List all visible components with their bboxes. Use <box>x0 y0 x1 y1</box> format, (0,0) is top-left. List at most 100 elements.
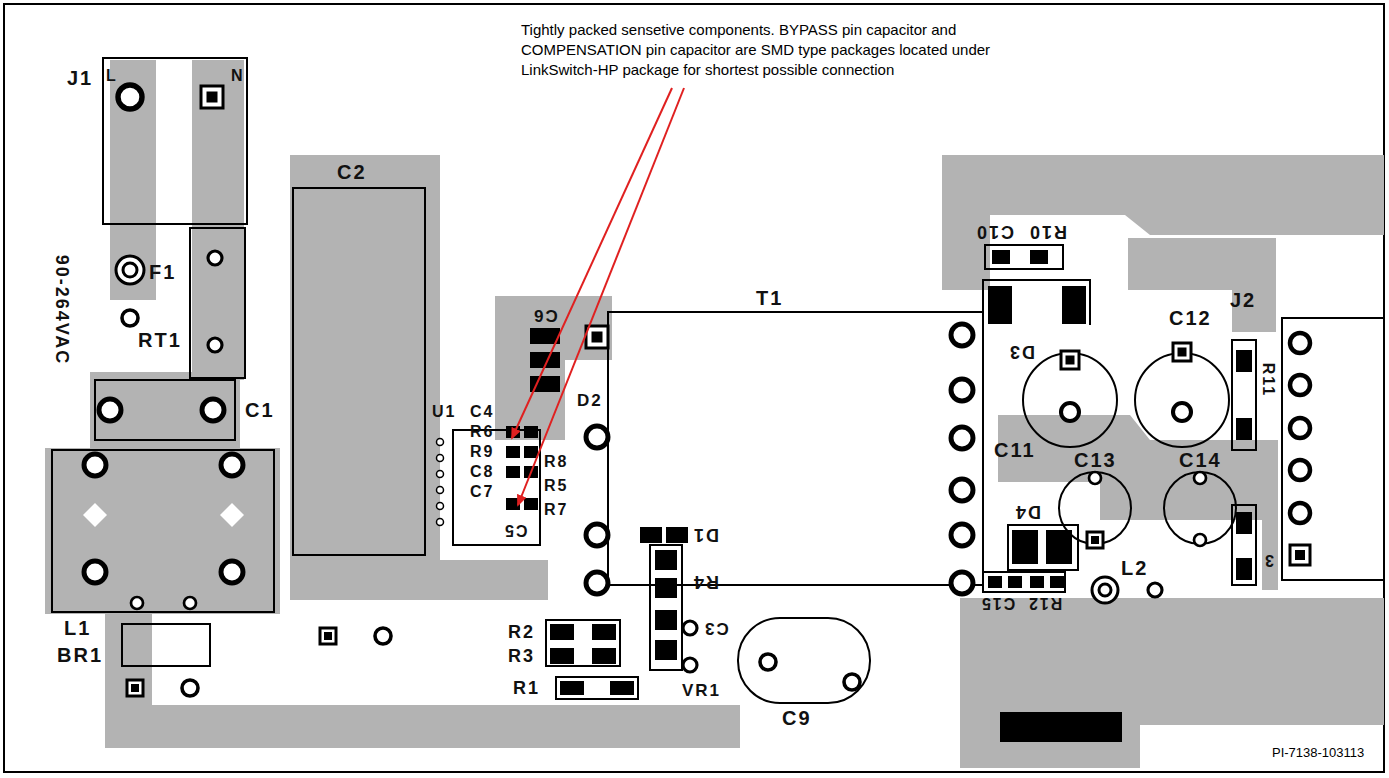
reference-designator: C10 <box>975 223 1014 241</box>
ic-pin <box>437 519 444 526</box>
square-pad <box>1066 356 1075 365</box>
component-outline <box>52 450 274 612</box>
round-pad <box>84 454 106 476</box>
reference-designator: C6 <box>532 307 558 324</box>
input-voltage-label: 90-264VAC <box>53 255 71 366</box>
ic-pin <box>437 439 444 446</box>
square-pad <box>1178 348 1187 357</box>
square-pad <box>1295 550 1305 560</box>
square-pad <box>586 326 608 348</box>
component-outline <box>103 58 247 224</box>
round-pad <box>844 674 860 690</box>
component-outline <box>122 624 210 666</box>
square-pad <box>207 92 218 103</box>
round-pad <box>760 654 776 670</box>
ic-pin <box>437 503 444 510</box>
smd-pad <box>655 578 677 598</box>
square-pad <box>131 684 139 692</box>
component-outline <box>1282 318 1384 580</box>
round-pad <box>1089 472 1101 484</box>
smd-pad <box>988 286 1012 324</box>
component-outline <box>985 245 1063 269</box>
smd-pad <box>524 426 538 438</box>
smd-pad <box>506 466 520 478</box>
reference-designator: R9 <box>470 444 494 460</box>
reference-designator: C1 <box>245 400 275 420</box>
reference-designator: C12 <box>1169 308 1212 328</box>
round-pad <box>951 572 973 594</box>
smd-pad <box>666 527 688 543</box>
square-pad <box>1091 536 1099 544</box>
ic-pin <box>437 471 444 478</box>
round-pad <box>1148 583 1162 597</box>
callout-arrow <box>512 88 672 438</box>
reference-designator: C13 <box>1074 450 1117 470</box>
round-pad <box>184 597 196 609</box>
component-outline <box>293 188 425 555</box>
round-pad <box>951 324 973 346</box>
component-outline <box>1232 340 1256 450</box>
smd-pad <box>992 250 1010 264</box>
fuse-pad <box>116 256 144 284</box>
component-outline <box>546 620 620 666</box>
round-pad <box>1290 503 1310 523</box>
reference-designator: R2 <box>508 623 535 641</box>
round-pad <box>951 427 973 449</box>
copper-pour <box>960 598 1384 768</box>
square-pad <box>127 680 143 696</box>
inductor-pad <box>1099 584 1111 596</box>
smd-pad <box>1008 576 1022 588</box>
callout-arrow <box>518 88 684 505</box>
smd-pad <box>550 624 574 640</box>
smd-pad <box>524 446 538 458</box>
component-outline <box>95 380 235 440</box>
reference-designator: R11 <box>1260 363 1276 397</box>
round-pad <box>131 597 143 609</box>
reference-designator: VR1 <box>682 682 721 699</box>
reference-designator: J1 <box>67 68 93 88</box>
smd-pad <box>1030 576 1044 588</box>
smd-pad <box>988 576 1002 588</box>
reference-designator: BR1 <box>57 645 103 665</box>
smd-pad <box>655 610 677 630</box>
pour-clearance <box>220 503 244 527</box>
component-outline <box>453 430 540 545</box>
ic-pin <box>437 487 444 494</box>
reference-designator: D4 <box>1014 503 1041 521</box>
reference-designator: R1 <box>513 679 540 697</box>
round-pad <box>122 310 138 326</box>
reference-designator: R7 <box>544 502 568 518</box>
smd-pad <box>1062 286 1086 324</box>
smd-pad <box>1000 712 1122 742</box>
smd-pad <box>655 550 677 570</box>
smd-pad <box>560 681 584 695</box>
reference-designator: R4 <box>692 573 719 591</box>
round-pad <box>221 454 243 476</box>
reference-designator: D1 <box>692 526 719 544</box>
round-pad <box>1061 403 1079 421</box>
round-pad <box>118 85 142 109</box>
square-pad <box>320 628 336 644</box>
component-outline <box>190 228 245 378</box>
copper-pour <box>45 448 280 614</box>
reference-designator: C14 <box>1179 450 1222 470</box>
reference-designator: C7 <box>470 484 494 500</box>
figure-number: PI-7138-103113 <box>1272 746 1364 759</box>
component-outline <box>556 677 638 699</box>
square-pad <box>1290 545 1310 565</box>
round-pad <box>99 399 121 421</box>
reference-designator: L1 <box>64 618 91 638</box>
reference-designator: L <box>106 68 118 84</box>
reference-designator: D2 <box>577 392 603 409</box>
square-pad <box>592 332 603 343</box>
round-pad <box>84 561 106 583</box>
smd-pad <box>610 681 634 695</box>
reference-designator: D3 <box>1008 343 1035 361</box>
round-pad <box>951 379 973 401</box>
callout-note: Tightly packed sensetive components. BYP… <box>521 20 1026 80</box>
copper-pour <box>105 612 740 748</box>
reference-designator: R12 <box>1027 595 1062 611</box>
reference-designator: L2 <box>1121 558 1148 578</box>
smd-pad <box>1046 530 1072 564</box>
